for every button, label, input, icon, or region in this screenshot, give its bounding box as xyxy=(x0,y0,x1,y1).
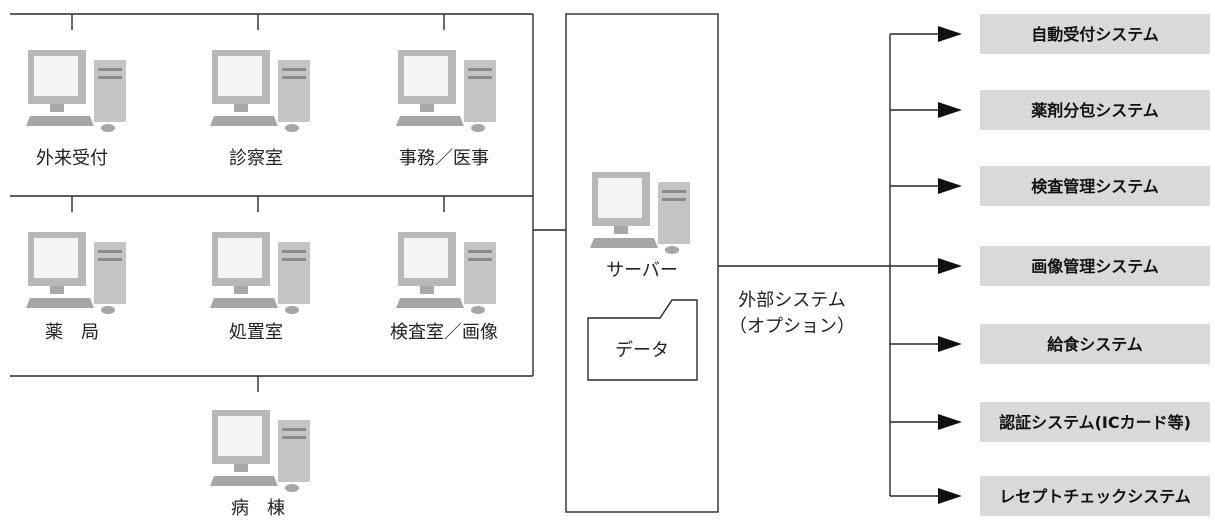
system-row: 認証システム(ICカード等) xyxy=(890,402,1210,442)
external-label-line2: （オプション） xyxy=(729,316,855,337)
terminal-admin: 事務／医事 xyxy=(396,50,496,169)
data-folder-label: データ xyxy=(615,340,669,361)
system-row: 自動受付システム xyxy=(890,14,1210,54)
system-row: 画像管理システム xyxy=(890,246,1210,286)
left-network-lines xyxy=(10,13,566,392)
terminal-label: 検査室／画像 xyxy=(390,322,498,343)
server-label: サーバー xyxy=(606,260,678,281)
system-label: 認証システム(ICカード等) xyxy=(999,413,1191,432)
terminal-pharmacy: 薬 局 xyxy=(26,232,126,343)
arrow-icon xyxy=(938,102,962,118)
system-row: 検査管理システム xyxy=(890,166,1210,206)
terminal-label: 外来受付 xyxy=(36,148,108,169)
terminal-lab-imaging: 検査室／画像 xyxy=(390,232,498,343)
system-label: レセプトチェックシステム xyxy=(999,487,1191,506)
terminal-exam-room: 診察室 xyxy=(210,50,310,169)
terminal-label: 事務／医事 xyxy=(399,148,489,169)
system-row: レセプトチェックシステム xyxy=(890,476,1210,516)
system-row: 給食システム xyxy=(890,324,1210,364)
arrow-icon xyxy=(938,258,962,274)
arrow-icon xyxy=(938,488,962,504)
system-row: 薬剤分包システム xyxy=(890,90,1210,130)
system-label: 給食システム xyxy=(1047,335,1143,354)
terminal-label: 診察室 xyxy=(229,148,283,169)
system-box xyxy=(980,14,1210,54)
folder-icon xyxy=(587,299,698,381)
arrow-icon xyxy=(938,414,962,430)
external-systems: 自動受付システム薬剤分包システム検査管理システム画像管理システム給食システム認証… xyxy=(890,14,1210,516)
system-label: 薬剤分包システム xyxy=(1030,101,1159,120)
system-box xyxy=(980,90,1210,130)
arrow-icon xyxy=(938,336,962,352)
server-box: サーバー データ xyxy=(565,13,719,513)
system-label: 画像管理システム xyxy=(1031,257,1159,276)
system-box xyxy=(980,324,1210,364)
computer-icon xyxy=(396,232,496,314)
terminal-label: 処置室 xyxy=(229,322,283,343)
system-box xyxy=(980,166,1210,206)
computer-icon xyxy=(590,172,690,254)
computer-icon xyxy=(26,232,126,314)
terminal-label: 薬 局 xyxy=(45,322,99,343)
terminal-reception: 外来受付 xyxy=(26,50,126,169)
arrow-icon xyxy=(938,178,962,194)
system-box xyxy=(980,402,1210,442)
system-label: 検査管理システム xyxy=(1031,177,1159,196)
system-box xyxy=(980,246,1210,286)
system-box xyxy=(980,476,1210,516)
computer-icon xyxy=(210,410,310,492)
computer-icon xyxy=(210,232,310,314)
computer-icon xyxy=(26,50,126,132)
computer-icon xyxy=(210,50,310,132)
computer-icon xyxy=(396,50,496,132)
terminal-treatment: 処置室 xyxy=(210,232,310,343)
terminal-ward: 病 棟 xyxy=(210,410,310,519)
data-folder: データ xyxy=(587,299,698,381)
terminal-label: 病 棟 xyxy=(231,498,285,519)
system-label: 自動受付システム xyxy=(1031,25,1159,44)
external-label-line1: 外部システム xyxy=(738,290,845,311)
arrow-icon xyxy=(938,26,962,42)
